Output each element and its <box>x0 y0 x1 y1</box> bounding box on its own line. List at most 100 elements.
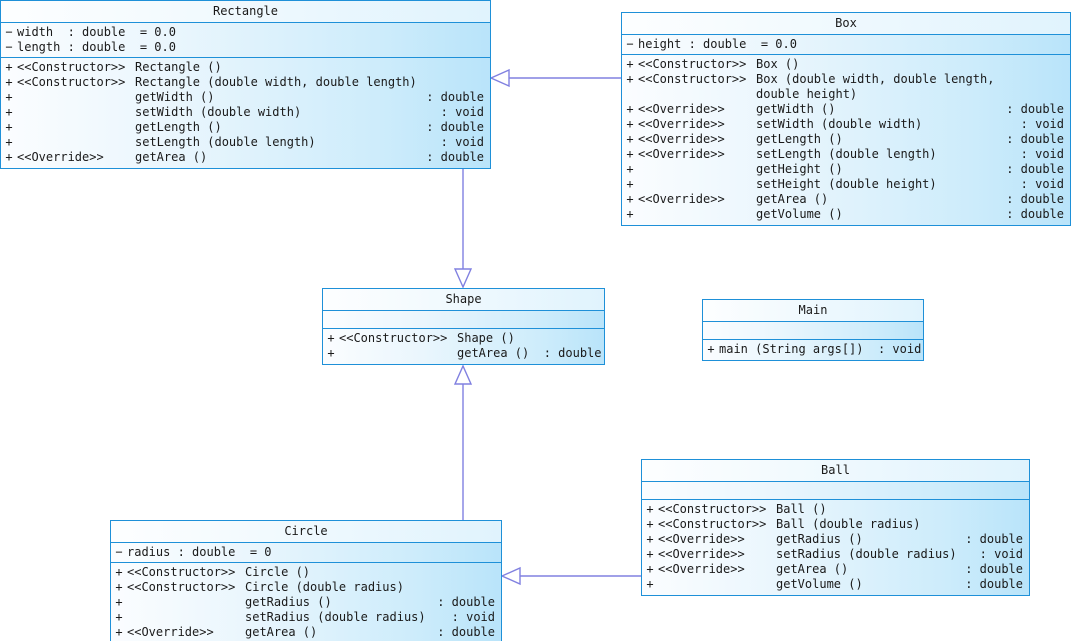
operation-signature: Circle (double radius) <box>245 580 404 594</box>
visibility-marker: + <box>115 580 123 594</box>
operation-row: + <<Constructor>> Circle (double radius) <box>111 580 501 595</box>
attribute-name: width <box>17 25 68 39</box>
operation-signature: getVolume () <box>756 207 843 221</box>
operation-row: + getRadius () : double <box>111 595 501 610</box>
operation-signature: getWidth () <box>756 102 836 116</box>
operation-signature: Rectangle (double width, double length) <box>135 75 417 89</box>
return-type: : double <box>426 120 484 134</box>
return-type: : double <box>1006 162 1064 176</box>
stereotype: <<Override>> <box>638 147 725 161</box>
attribute-type-value: double <box>192 545 236 559</box>
attribute-name: radius <box>127 545 178 559</box>
operation-row: + main (String args[]) : void <box>703 342 923 357</box>
attribute-default-value: = 0 <box>249 545 272 559</box>
class-box-title: Box <box>622 13 1070 35</box>
operation-row: + <<Constructor>> Circle () <box>111 565 501 580</box>
visibility-marker: + <box>646 502 654 516</box>
generalization-circle-to-shape <box>453 364 473 520</box>
stereotype: <<Override>> <box>658 532 745 546</box>
return-type: : double <box>965 532 1023 546</box>
visibility-marker: + <box>626 207 634 221</box>
operation-row: + <<Constructor>> Ball () <box>642 502 1029 517</box>
operation-row: + <<Constructor>> Box () <box>622 57 1070 72</box>
visibility-marker: + <box>5 105 13 119</box>
return-type: : void <box>451 610 495 624</box>
stereotype: <<Override>> <box>638 102 725 116</box>
operation-row: + setRadius (double radius) : void <box>111 610 501 625</box>
operation-row: + <<Override>> getArea () : double <box>1 150 490 165</box>
attribute-name: length <box>17 40 68 54</box>
return-type: : void <box>1020 147 1064 161</box>
class-rectangle-operations: + <<Constructor>> Rectangle () + <<Const… <box>1 58 490 168</box>
operation-row: + <<Override>> setLength (double length)… <box>622 147 1070 162</box>
attribute-type: : <box>67 40 83 54</box>
operation-row: + setLength (double length) : void <box>1 135 490 150</box>
operation-row: + <<Constructor>> Box (double width, dou… <box>622 72 1070 87</box>
operation-signature: getLength () <box>135 120 222 134</box>
operation-row: + getWidth () : double <box>1 90 490 105</box>
operation-row: + getLength () : double <box>1 120 490 135</box>
class-shape[interactable]: Shape + <<Constructor>> Shape () + getAr… <box>322 288 605 365</box>
stereotype: <<Constructor>> <box>638 57 747 71</box>
visibility-marker: + <box>646 547 654 561</box>
visibility-marker: + <box>115 565 123 579</box>
attribute-row: −height : double = 0.0 <box>622 37 1070 52</box>
operation-row: + <<Override>> setWidth (double width) :… <box>622 117 1070 132</box>
class-ball[interactable]: Ball + <<Constructor>> Ball () + <<Const… <box>641 459 1030 596</box>
class-rectangle[interactable]: Rectangle −width : double = 0.0 −length … <box>0 0 491 169</box>
attribute-default <box>235 545 249 560</box>
class-rectangle-title: Rectangle <box>1 1 490 23</box>
operation-row: + <<Override>> getLength () : double <box>622 132 1070 147</box>
visibility-marker: + <box>626 147 634 161</box>
visibility-marker: + <box>5 60 13 74</box>
attribute-default <box>746 37 760 52</box>
operation-signature: Ball (double radius) <box>776 517 921 531</box>
attribute-type: : <box>177 545 193 559</box>
attribute-type-value: double <box>703 37 747 51</box>
visibility-marker: + <box>5 135 13 149</box>
class-ball-attributes <box>642 482 1029 500</box>
attribute-default <box>125 25 139 40</box>
operation-row-continuation: double height) <box>622 87 1070 102</box>
attribute-row: −length : double = 0.0 <box>1 40 490 55</box>
class-circle-title: Circle <box>111 521 501 543</box>
return-type: : double <box>1006 192 1064 206</box>
operation-signature: setLength (double length) <box>756 147 937 161</box>
visibility-marker: + <box>5 150 13 164</box>
visibility-marker: + <box>115 625 123 639</box>
operation-signature: setWidth (double width) <box>756 117 923 131</box>
class-ball-title: Ball <box>642 460 1029 482</box>
attribute-type: : <box>688 37 704 51</box>
operation-signature: Box (double width, double length, <box>756 72 995 86</box>
operation-row: + <<Override>> getArea () : double <box>111 625 501 640</box>
operation-signature-continuation: double height) <box>756 87 858 101</box>
attribute-default-value: = 0.0 <box>139 40 176 54</box>
operation-signature: getWidth () <box>135 90 215 104</box>
operation-signature: Circle () <box>245 565 311 579</box>
generalization-ball-to-circle <box>500 566 641 586</box>
visibility-marker: + <box>626 162 634 176</box>
class-box[interactable]: Box −height : double = 0.0 + <<Construct… <box>621 12 1071 226</box>
visibility-marker: + <box>626 72 634 86</box>
class-main[interactable]: Main + main (String args[]) : void <box>702 299 924 361</box>
visibility-marker: + <box>626 132 634 146</box>
class-ball-operations: + <<Constructor>> Ball () + <<Constructo… <box>642 500 1029 595</box>
class-circle[interactable]: Circle −radius : double = 0 + <<Construc… <box>110 520 502 641</box>
operation-row: + setHeight (double height) : void <box>622 177 1070 192</box>
operation-signature: getHeight () <box>756 162 843 176</box>
stereotype: <<Constructor>> <box>127 580 236 594</box>
visibility-marker: + <box>626 57 634 71</box>
class-main-title: Main <box>703 300 923 322</box>
visibility-marker: − <box>5 40 13 54</box>
stereotype: <<Override>> <box>638 132 725 146</box>
return-type: : double <box>437 625 495 639</box>
return-type: : double <box>1006 102 1064 116</box>
return-type: : void <box>979 547 1023 561</box>
return-type: : void <box>1020 117 1064 131</box>
operation-signature: Ball () <box>776 502 827 516</box>
operation-row: + <<Constructor>> Shape () <box>323 331 604 346</box>
operation-row: + <<Override>> getArea () : double <box>622 192 1070 207</box>
operation-signature: Rectangle () <box>135 60 222 74</box>
stereotype: <<Constructor>> <box>17 60 126 74</box>
operation-signature: getArea () <box>135 150 208 164</box>
